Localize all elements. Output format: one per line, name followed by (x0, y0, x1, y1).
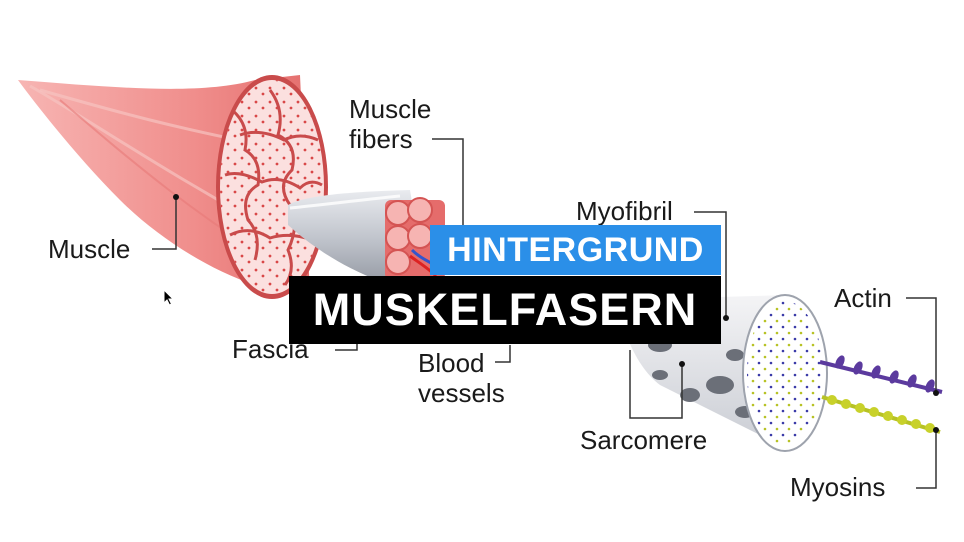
myosin-filament (821, 395, 941, 434)
leader-dots (173, 194, 939, 433)
label-muscle: Muscle (48, 234, 131, 264)
label-blood-vessels-line2: vessels (418, 378, 505, 408)
label-muscle-fibers-line1: Muscle (349, 94, 432, 124)
label-myosins: Myosins (790, 472, 886, 502)
label-blood-vessels-line1: Blood (418, 348, 485, 378)
actin-filament (819, 355, 943, 394)
label-sarcomere: Sarcomere (580, 425, 708, 455)
banner-title: MUSKELFASERN (289, 276, 721, 344)
leader-lines (152, 138, 937, 489)
mouse-cursor-icon (163, 289, 175, 306)
label-myofibril: Myofibril (576, 196, 673, 226)
label-actin: Actin (834, 283, 892, 313)
muscle-shape (18, 75, 328, 299)
banner-subtitle: HINTERGRUND (430, 225, 721, 275)
label-muscle-fibers-line2: fibers (349, 124, 413, 154)
